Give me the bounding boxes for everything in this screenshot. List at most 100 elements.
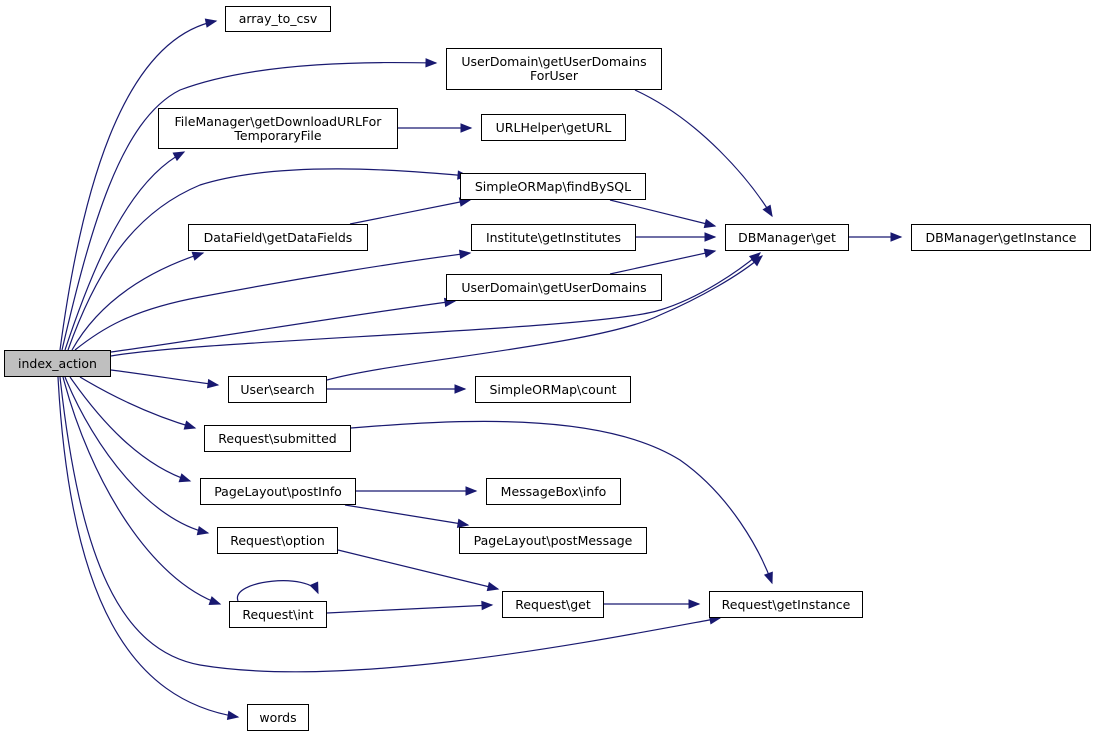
edge-line bbox=[237, 580, 319, 602]
edge-line bbox=[350, 420, 773, 584]
arrowhead-icon bbox=[750, 255, 764, 267]
edge-ud-forUser-to-dbget bbox=[634, 89, 773, 218]
node-msginfo[interactable]: MessageBox\info bbox=[486, 478, 621, 505]
arrowhead-icon bbox=[688, 599, 701, 609]
edge-reqget-to-reqinstance bbox=[604, 599, 701, 609]
arrowhead-icon bbox=[481, 600, 494, 611]
arrowhead-icon bbox=[206, 378, 220, 389]
edge-index-action-to-datafields bbox=[71, 251, 205, 351]
edge-line bbox=[64, 376, 209, 534]
edge-institutes-to-dbget bbox=[636, 232, 717, 242]
arrowhead-icon bbox=[704, 232, 717, 242]
edge-line bbox=[67, 168, 469, 351]
node-words[interactable]: words bbox=[247, 704, 309, 731]
arrowhead-icon bbox=[454, 384, 467, 394]
arrowhead-icon bbox=[172, 151, 186, 162]
edge-usersearch-to-dbget bbox=[326, 255, 764, 381]
edge-line bbox=[69, 376, 191, 482]
node-postinfo[interactable]: PageLayout\postInfo bbox=[200, 478, 356, 505]
edge-line bbox=[61, 61, 437, 351]
edge-line bbox=[609, 250, 716, 275]
arrowhead-icon bbox=[486, 581, 500, 592]
edge-line bbox=[337, 549, 499, 590]
edge-reqint-to-reqint bbox=[237, 580, 319, 602]
arrowhead-icon bbox=[226, 710, 240, 721]
edge-line bbox=[59, 376, 721, 673]
node-reqget[interactable]: Request\get bbox=[502, 591, 604, 618]
edge-line bbox=[326, 255, 763, 381]
node-ud-forUser[interactable]: UserDomain\getUserDomains ForUser bbox=[446, 48, 662, 90]
arrowhead-icon bbox=[458, 249, 472, 260]
node-array-to-csv[interactable]: array_to_csv bbox=[225, 6, 331, 32]
edge-line bbox=[64, 151, 185, 351]
arrowhead-icon bbox=[183, 420, 197, 430]
edge-index-action-to-dbget bbox=[110, 252, 762, 357]
node-index-action[interactable]: index_action bbox=[4, 350, 111, 377]
arrowhead-icon bbox=[191, 251, 205, 261]
edge-line bbox=[110, 300, 456, 353]
node-dbinstance[interactable]: DBManager\getInstance bbox=[911, 224, 1091, 251]
edge-reqint-to-reqget bbox=[326, 600, 494, 614]
edge-line bbox=[71, 252, 204, 351]
edge-submitted-to-reqinstance bbox=[350, 420, 773, 585]
edge-dbget-to-dbinstance bbox=[849, 232, 903, 242]
arrowhead-icon bbox=[196, 526, 210, 536]
node-submitted[interactable]: Request\submitted bbox=[204, 425, 351, 452]
arrowhead-icon bbox=[703, 218, 717, 229]
node-postmessage[interactable]: PageLayout\postMessage bbox=[459, 527, 647, 554]
node-ud-get[interactable]: UserDomain\getUserDomains bbox=[446, 274, 662, 301]
node-sormcount[interactable]: SimpleORMap\count bbox=[475, 376, 631, 403]
edge-index-action-to-reqint bbox=[62, 376, 222, 606]
edge-index-action-to-ud-get bbox=[110, 297, 457, 353]
arrowhead-icon bbox=[204, 18, 218, 28]
node-reqinstance[interactable]: Request\getInstance bbox=[709, 591, 863, 618]
edge-line bbox=[326, 604, 493, 614]
edge-line bbox=[79, 376, 196, 429]
edge-fm-download-to-urlhelper bbox=[398, 123, 473, 133]
edge-datafields-to-findBySQL bbox=[349, 197, 472, 225]
arrowhead-icon bbox=[890, 232, 903, 242]
edge-index-action-to-fm-download bbox=[64, 151, 186, 351]
arrowhead-icon bbox=[456, 518, 470, 528]
edge-line bbox=[344, 504, 469, 526]
edge-usersearch-to-sormcount bbox=[327, 384, 467, 394]
edge-index-action-to-usersearch bbox=[110, 369, 220, 389]
node-findBySQL[interactable]: SimpleORMap\findBySQL bbox=[460, 173, 646, 200]
edge-option-to-reqget bbox=[337, 549, 500, 592]
edge-index-action-to-option bbox=[64, 376, 210, 536]
arrowhead-icon bbox=[178, 473, 192, 483]
node-fm-download[interactable]: FileManager\getDownloadURLFor TemporaryF… bbox=[158, 108, 398, 149]
node-institutes[interactable]: Institute\getInstitutes bbox=[471, 224, 636, 251]
edge-line bbox=[59, 20, 217, 351]
arrowhead-icon bbox=[208, 596, 222, 606]
edge-line bbox=[349, 199, 471, 225]
arrowhead-icon bbox=[703, 248, 717, 258]
arrowhead-icon bbox=[309, 581, 319, 595]
node-datafields[interactable]: DataField\getDataFields bbox=[188, 224, 368, 251]
edge-index-action-to-institutes bbox=[74, 249, 472, 351]
edge-line bbox=[57, 376, 239, 718]
node-urlhelper[interactable]: URLHelper\getURL bbox=[481, 114, 626, 141]
node-reqint[interactable]: Request\int bbox=[229, 601, 327, 628]
node-option[interactable]: Request\option bbox=[217, 527, 338, 554]
edge-index-action-to-ud-forUser bbox=[61, 58, 438, 351]
node-usersearch[interactable]: User\search bbox=[228, 376, 327, 403]
edge-index-action-to-findBySQL bbox=[67, 168, 470, 351]
edge-ud-get-to-dbget bbox=[609, 248, 717, 275]
arrowhead-icon bbox=[465, 486, 478, 496]
edge-index-action-to-submitted bbox=[79, 376, 197, 430]
node-dbget[interactable]: DBManager\get bbox=[725, 224, 849, 251]
edge-line bbox=[62, 376, 221, 605]
arrowhead-icon bbox=[762, 204, 773, 218]
arrowhead-icon bbox=[460, 123, 473, 133]
edge-line bbox=[609, 199, 716, 227]
edge-index-action-to-array-to-csv bbox=[59, 18, 218, 351]
edge-index-action-to-postinfo bbox=[69, 376, 192, 483]
arrowhead-icon bbox=[425, 58, 438, 68]
edge-postinfo-to-msginfo bbox=[356, 486, 478, 496]
edge-postinfo-to-postmessage bbox=[344, 504, 470, 528]
edge-line bbox=[110, 252, 761, 357]
edge-line bbox=[634, 89, 773, 217]
edge-line bbox=[74, 252, 471, 351]
